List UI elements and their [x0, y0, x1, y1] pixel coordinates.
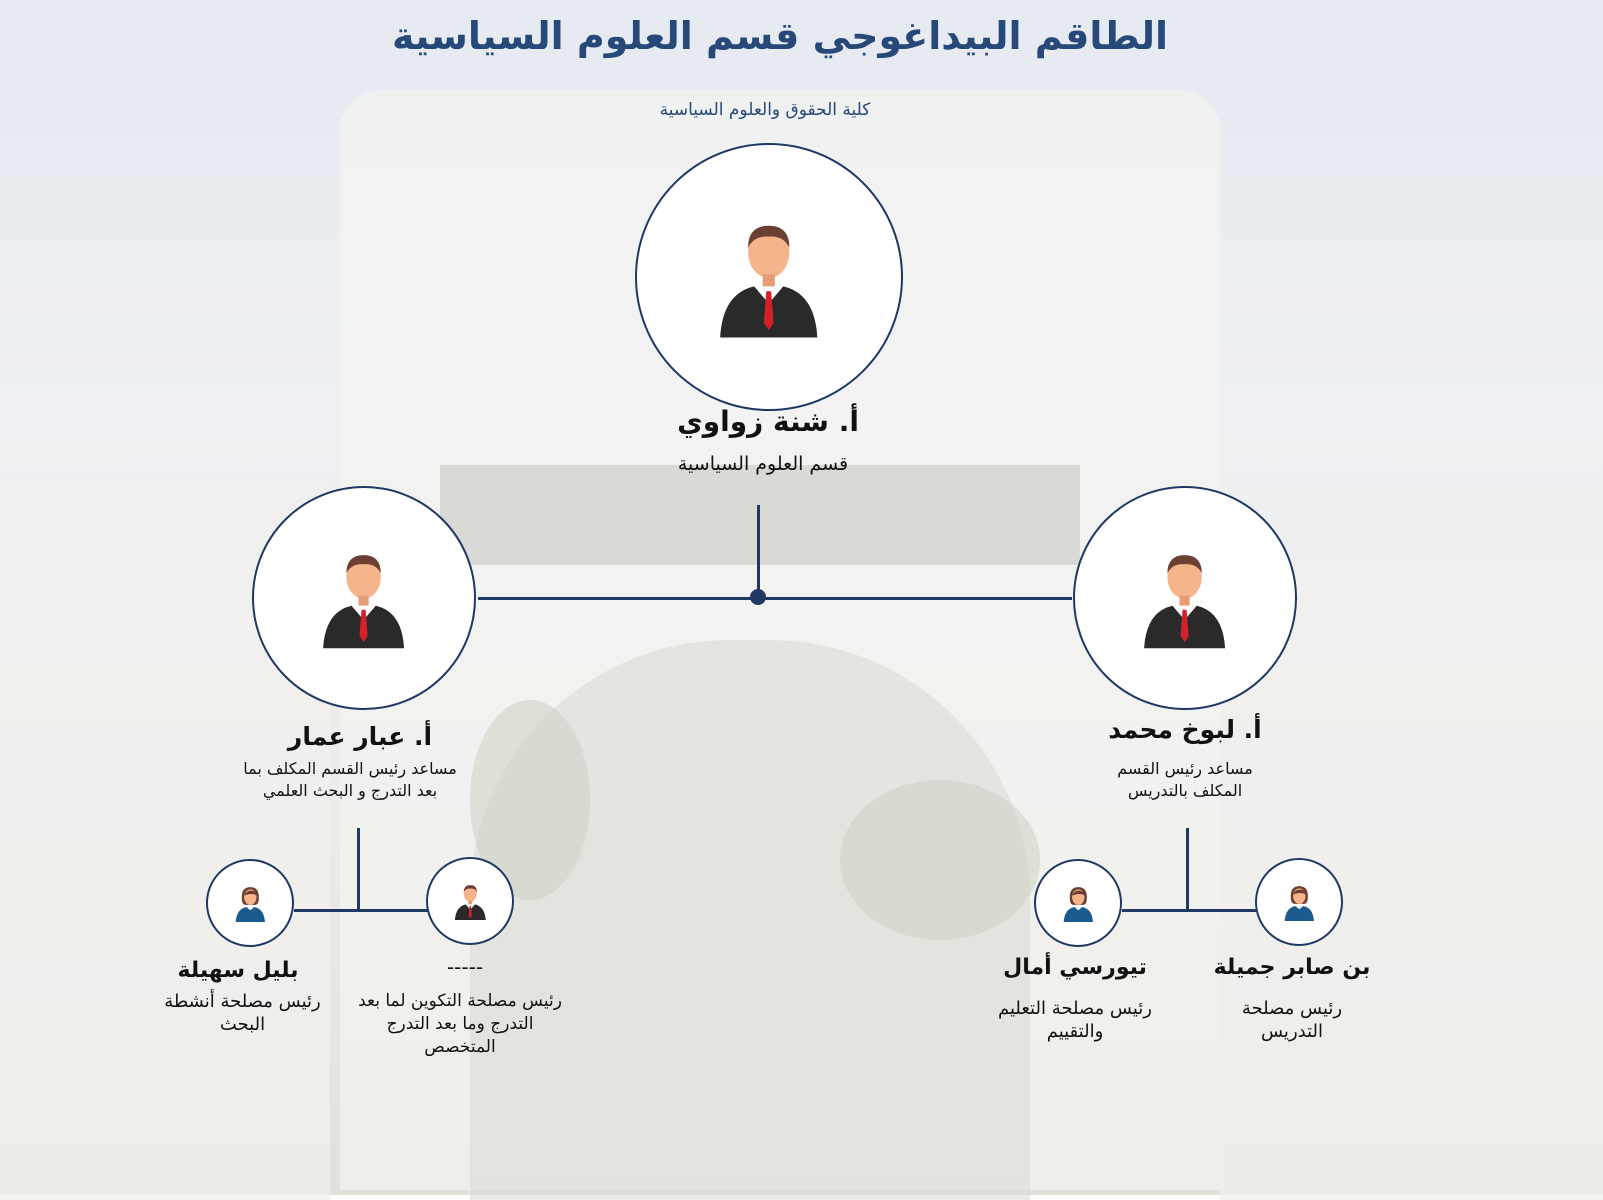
sub-role-1: رئيس مصلحة أنشطة البحث	[140, 990, 345, 1037]
connector-line	[1186, 828, 1189, 910]
avatar-sub-3	[1034, 859, 1122, 947]
connector-node	[750, 589, 766, 605]
avatar-sub-1	[206, 859, 294, 947]
page-title: الطاقم البيداغوجي قسم العلوم السياسية	[391, 14, 1169, 58]
role-line: المكلف بالتدريس	[1127, 780, 1243, 800]
female-person-icon	[1036, 861, 1120, 945]
male-person-icon	[428, 859, 512, 943]
male-person-icon	[1075, 488, 1295, 708]
avatar-sub-4	[1255, 858, 1343, 946]
sub-name-1: بليل سهيلة	[177, 958, 299, 983]
left-name: أ. عبار عمار	[287, 722, 433, 751]
connector-line	[478, 597, 1072, 600]
sub-role-3: رئيس مصلحة التعليم والتقييم	[975, 997, 1175, 1044]
role-line: البحث	[219, 1014, 266, 1036]
head-name: أ. شنة زواوي	[677, 405, 859, 438]
page-subtitle: كلية الحقوق والعلوم السياسية	[659, 100, 871, 120]
sub-name-2: -----	[446, 955, 484, 979]
role-line: التدرج وما بعد التدرج	[386, 1013, 534, 1034]
male-person-icon	[254, 488, 474, 708]
role-line: والتقييم	[1046, 1021, 1104, 1043]
head-role: قسم العلوم السياسية	[677, 453, 849, 475]
right-name: أ. لبوخ محمد	[1108, 715, 1262, 744]
role-line: مساعد رئيس القسم	[1117, 759, 1253, 778]
connector-line	[1122, 909, 1256, 912]
role-line: رئيس مصلحة أنشطة	[164, 991, 321, 1012]
sub-name-4: بن صابر جميلة	[1213, 955, 1371, 980]
role-line: التدريس	[1260, 1021, 1323, 1043]
role-line: رئيس مصلحة التكوين لما بعد	[358, 991, 562, 1011]
female-person-icon	[208, 861, 292, 945]
male-person-icon	[637, 145, 901, 409]
role-line: رئيس مصلحة التعليم	[998, 998, 1152, 1019]
sub-role-4: رئيس مصلحة التدريس	[1192, 997, 1392, 1044]
avatar-head	[635, 143, 903, 411]
sub-role-2: رئيس مصلحة التكوين لما بعد التدرج وما بع…	[330, 990, 590, 1059]
female-person-icon	[1257, 860, 1341, 944]
sub-name-3: تيورسي أمال	[1003, 955, 1147, 980]
role-line: المتخصص	[424, 1036, 496, 1057]
right-role: مساعد رئيس القسم المكلف بالتدريس	[1035, 758, 1335, 801]
avatar-left	[252, 486, 476, 710]
left-role: مساعد رئيس القسم المكلف بما بعد التدرج و…	[200, 758, 500, 801]
connector-line	[757, 505, 760, 597]
avatar-right	[1073, 486, 1297, 710]
role-line: مساعد رئيس القسم المكلف بما	[243, 759, 457, 778]
role-line: بعد التدرج و البحث العلمي	[262, 780, 438, 800]
connector-line	[357, 828, 360, 910]
role-line: رئيس مصلحة	[1241, 998, 1343, 1019]
connector-line	[294, 909, 428, 912]
avatar-sub-2	[426, 857, 514, 945]
